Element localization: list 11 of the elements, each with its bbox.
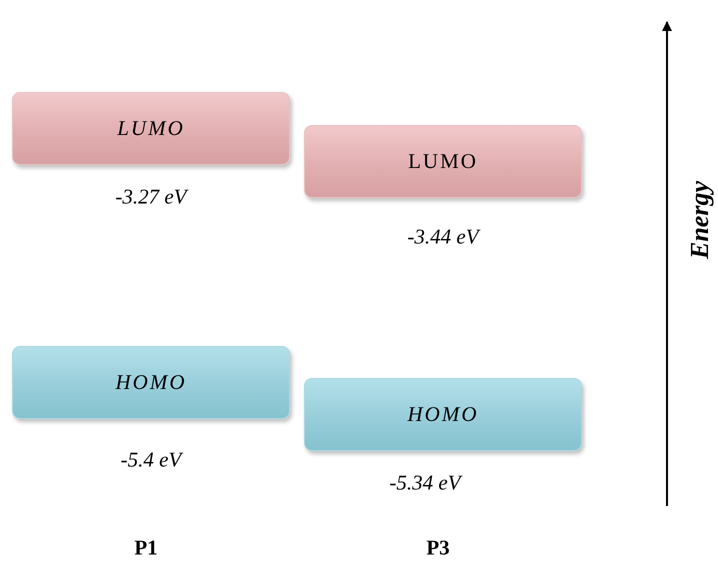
energy-value: -3.27 eV [115,183,187,210]
energy-level-box: LUMO [304,125,582,198]
polymer-label: P1 [134,534,158,562]
energy-level-box: HOMO [304,378,582,451]
axis-label: Energy [685,181,715,259]
energy-level-box: HOMO [12,346,290,419]
energy-level-box: LUMO [12,92,290,165]
energy-value: -5.4 eV [120,446,182,474]
energy-value: -3.44 eV [407,223,479,250]
energy-value: -5.34 eV [389,469,461,496]
polymer-label: P3 [426,534,450,562]
